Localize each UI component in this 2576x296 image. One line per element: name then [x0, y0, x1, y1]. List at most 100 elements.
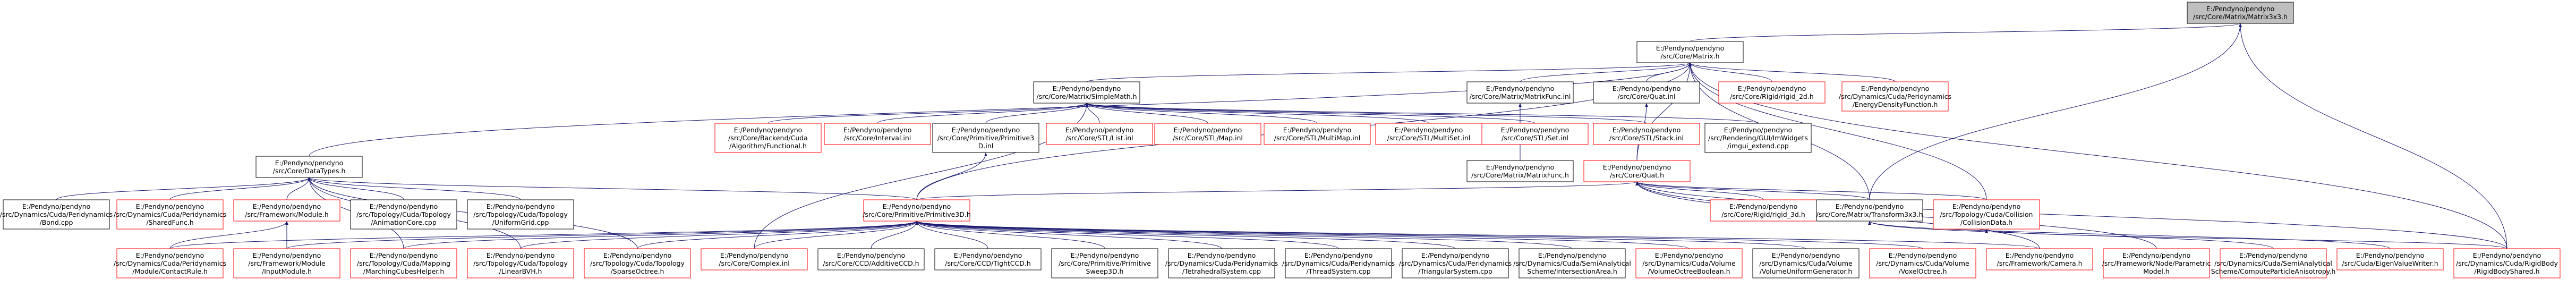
graph-node-uniformgrid[interactable]: E:/Pendyno/pendyno/src/Topology/Cuda/Top…	[467, 199, 574, 230]
node-label-line: /CollisionData.h	[1960, 218, 2012, 226]
edge-stl-map-to-simplemath	[1085, 103, 1208, 124]
node-label-line: Sweep3D.h	[1086, 267, 1124, 275]
graph-node-rigid3d[interactable]: E:/Pendyno/pendyno/src/Core/Rigid/rigid_…	[1710, 199, 1817, 222]
graph-node-complex-inl[interactable]: E:/Pendyno/pendyno/src/Core/Complex.inl	[701, 248, 808, 270]
node-label-line: /src/Core/CCD/AdditiveCCD.h	[823, 259, 919, 267]
edge-rigidbodyshared-to-collisiondata	[1985, 229, 2507, 249]
node-label-line: /src/Core/Matrix/SimpleMath.h	[1036, 92, 1137, 100]
node-label-line: E:/Pendyno/pendyno	[136, 251, 204, 259]
node-box	[1466, 160, 1574, 182]
graph-node-sparseoctree[interactable]: E:/Pendyno/pendyno/src/Topology/Cuda/Top…	[584, 248, 691, 278]
graph-node-module-h[interactable]: E:/Pendyno/pendyno/src/Framework/Module.…	[233, 199, 340, 222]
graph-node-parametricmodel[interactable]: E:/Pendyno/pendyno/src/Framework/Node/Pa…	[2102, 248, 2211, 278]
edge-sharedfunc-to-datatypes	[169, 177, 311, 200]
node-box	[116, 199, 224, 230]
graph-node-imgui-extend[interactable]: E:/Pendyno/pendyno/src/Rendering/GUI/ImW…	[1704, 123, 1812, 153]
node-box	[1375, 123, 1482, 145]
node-label-line: E:/Pendyno/pendyno	[883, 202, 951, 210]
graph-node-bond[interactable]: E:/Pendyno/pendyno/src/Dynamics/Cuda/Per…	[0, 199, 113, 230]
edge-collisiondata-to-matrix	[1688, 62, 1987, 200]
edge-rigid3d-to-quat-h	[1635, 181, 1764, 200]
node-label-line: /src/Core/Primitive/Primitive	[1059, 259, 1151, 267]
graph-node-stl-list[interactable]: E:/Pendyno/pendyno/src/Core/STL/List.inl	[1046, 123, 1153, 145]
edge-matrix-to-matrix3x3	[1690, 23, 2242, 42]
node-label-line: /TriangularSystem.cpp	[1418, 267, 1492, 275]
graph-node-primitive3d-inl[interactable]: E:/Pendyno/pendyno/src/Core/Primitive/Pr…	[932, 123, 1039, 153]
node-label-line: E:/Pendyno/pendyno	[1304, 251, 1373, 259]
node-box	[350, 199, 457, 230]
node-box	[863, 199, 970, 222]
graph-node-transform3x3[interactable]: E:/Pendyno/pendyno/src/Core/Matrix/Trans…	[1816, 199, 1923, 222]
node-label-line: E:/Pendyno/pendyno	[2006, 251, 2074, 259]
graph-node-linearbvh[interactable]: E:/Pendyno/pendyno/src/Topology/Cuda/Top…	[467, 248, 574, 278]
graph-node-additiveccd[interactable]: E:/Pendyno/pendyno/src/Core/CCD/Additive…	[817, 248, 925, 270]
graph-node-threadsystem[interactable]: E:/Pendyno/pendyno/src/Dynamics/Cuda/Per…	[1282, 248, 1395, 278]
graph-node-matrix3x3[interactable]: E:/Pendyno/pendyno/src/Core/Matrix/Matri…	[2187, 2, 2294, 24]
node-label-line: /src/Dynamics/Cuda/Peridynamics	[1839, 92, 1951, 100]
node-label-line: E:/Pendyno/pendyno	[1738, 84, 1806, 92]
node-label-line: E:/Pendyno/pendyno	[1486, 163, 1555, 171]
graph-node-matrixfunc-h[interactable]: E:/Pendyno/pendyno/src/Core/Matrix/Matri…	[1466, 160, 1574, 182]
graph-node-stl-map[interactable]: E:/Pendyno/pendyno/src/Core/STL/Map.inl	[1154, 123, 1261, 145]
graph-node-voxelboolean[interactable]: E:/Pendyno/pendyno/src/Dynamics/Cuda/Vol…	[1635, 248, 1743, 278]
graph-node-matrix[interactable]: E:/Pendyno/pendyno/src/Core/Matrix.h	[1636, 41, 1744, 63]
node-box	[1636, 41, 1744, 63]
graph-node-sharedfunc[interactable]: E:/Pendyno/pendyno/src/Dynamics/Cuda/Per…	[114, 199, 226, 230]
graph-node-matrixfunc-inl[interactable]: E:/Pendyno/pendyno/src/Core/Matrix/Matri…	[1466, 81, 1574, 104]
edge-linearbvh-to-primitive3d-h	[520, 221, 918, 249]
edge-uniformgenerator-to-primitive3d-h	[915, 221, 1806, 249]
graph-node-primitive3d-h[interactable]: E:/Pendyno/pendyno/src/Core/Primitive/Pr…	[863, 199, 971, 222]
graph-node-camera[interactable]: E:/Pendyno/pendyno/src/Framework/Camera.…	[1986, 248, 2093, 270]
graph-node-primitivesweep[interactable]: E:/Pendyno/pendyno/src/Core/Primitive/Pr…	[1051, 248, 1158, 278]
graph-node-computeparticle[interactable]: E:/Pendyno/pendyno/src/Dynamics/Cuda/Sem…	[2211, 248, 2336, 278]
graph-node-contactrule[interactable]: E:/Pendyno/pendyno/src/Dynamics/Cuda/Per…	[114, 248, 226, 278]
graph-node-stl-multiset[interactable]: E:/Pendyno/pendyno/src/Core/STL/MultiSet…	[1375, 123, 1482, 145]
graph-node-stl-set[interactable]: E:/Pendyno/pendyno/src/Core/STL/Set.inl	[1481, 123, 1589, 145]
node-label-line: E:/Pendyno/pendyno	[1283, 126, 1352, 134]
edge-complex-inl-to-primitive3d-h	[754, 221, 918, 249]
node-label-line: /src/Core/Primitive/Primitive3	[937, 134, 1034, 142]
node-label-line: E:/Pendyno/pendyno	[1486, 84, 1555, 92]
graph-node-marchingcubes[interactable]: E:/Pendyno/pendyno/src/Topology/Cuda/Map…	[350, 248, 457, 278]
graph-node-energydensity[interactable]: E:/Pendyno/pendyno/src/Dynamics/Cuda/Per…	[1839, 81, 1951, 112]
graph-node-rigidbodyshared[interactable]: E:/Pendyno/pendyno/src/Dynamics/Cuda/Rig…	[2453, 248, 2561, 278]
node-box	[934, 248, 1042, 270]
edge-rigidbodyshared-to-quat-h	[1635, 181, 2507, 249]
graph-node-stl-multimap[interactable]: E:/Pendyno/pendyno/src/Core/STL/MultiMap…	[1264, 123, 1371, 145]
node-box	[1718, 81, 1826, 104]
graph-node-stl-stack[interactable]: E:/Pendyno/pendyno/src/Core/STL/Stack.in…	[1593, 123, 1700, 145]
graph-node-inputmodule[interactable]: E:/Pendyno/pendyno/src/Framework/Module/…	[233, 248, 340, 278]
node-label-line: Scheme/ComputeParticleAnisotropy.h	[2211, 267, 2336, 275]
node-label-line: /src/Dynamics/Cuda/Peridynamics	[1165, 259, 1278, 267]
graph-node-eigenvalue[interactable]: E:/Pendyno/pendyno/src/Cuda/EigenValueWr…	[2336, 248, 2444, 270]
node-box	[714, 123, 822, 153]
graph-node-functional[interactable]: E:/Pendyno/pendyno/src/Core/Backend/Cuda…	[714, 123, 822, 153]
graph-node-collisiondata[interactable]: E:/Pendyno/pendyno/src/Topology/Cuda/Col…	[1933, 199, 2040, 230]
node-label-line: /src/Dynamics/Cuda/RigidBody	[2456, 259, 2558, 267]
node-label-line: /src/Topology/Cuda/Topology	[590, 259, 685, 267]
node-label-line: E:/Pendyno/pendyno	[837, 251, 906, 259]
graph-node-tightccd[interactable]: E:/Pendyno/pendyno/src/Core/CCD/TightCCD…	[934, 248, 1042, 270]
graph-node-rigid2d[interactable]: E:/Pendyno/pendyno/src/Core/Rigid/rigid_…	[1718, 81, 1826, 104]
graph-node-triangularsystem[interactable]: E:/Pendyno/pendyno/src/Dynamics/Cuda/Per…	[1399, 248, 1512, 278]
graph-node-quat-inl[interactable]: E:/Pendyno/pendyno/src/Core/Quat.inl	[1593, 81, 1700, 104]
graph-node-semianalytical[interactable]: E:/Pendyno/pendyno/src/Dynamics/Cuda/Sem…	[1513, 248, 1631, 278]
node-label-line: /LinearBVH.h	[499, 267, 542, 275]
edge-threadsystem-to-primitive3d-h	[915, 221, 1339, 249]
node-box	[116, 248, 224, 278]
graph-node-simplemath[interactable]: E:/Pendyno/pendyno/src/Core/Matrix/Simpl…	[1033, 81, 1140, 104]
graph-node-animationcore[interactable]: E:/Pendyno/pendyno/src/Topology/Cuda/Top…	[350, 199, 457, 230]
node-label-line: E:/Pendyno/pendyno	[2356, 251, 2425, 259]
graph-node-tetrahedral[interactable]: E:/Pendyno/pendyno/src/Dynamics/Cuda/Per…	[1165, 248, 1278, 278]
graph-node-interval-inl[interactable]: E:/Pendyno/pendyno/src/Core/Interval.inl	[824, 123, 931, 145]
node-box	[1154, 123, 1261, 145]
node-label-line: E:/Pendyno/pendyno	[370, 202, 438, 210]
graph-node-datatypes[interactable]: E:/Pendyno/pendyno/src/Core/DataTypes.h	[255, 156, 363, 178]
node-label-line: /src/Dynamics/Cuda/SemiAnalytical	[1513, 259, 1631, 267]
graph-node-voxeloctree[interactable]: E:/Pendyno/pendyno/src/Dynamics/Cuda/Vol…	[1869, 248, 1976, 278]
graph-node-uniformgenerator[interactable]: E:/Pendyno/pendyno/src/Dynamics/Cuda/Vol…	[1752, 248, 1860, 278]
edge-voxelboolean-to-primitive3d-h	[915, 221, 1690, 249]
graph-node-quat-h[interactable]: E:/Pendyno/pendyno/src/Core/Quat.h	[1583, 160, 1691, 182]
edge-quat-h-to-matrix	[1636, 62, 1692, 161]
node-box	[1583, 160, 1691, 182]
